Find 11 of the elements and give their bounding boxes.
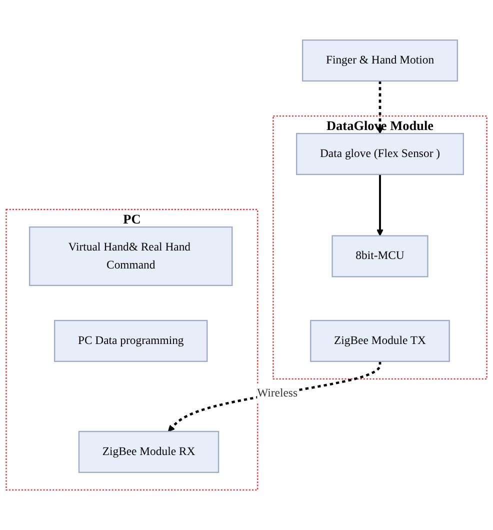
arrow: [376, 174, 384, 236]
node-box: ZigBee Module TX: [310, 320, 450, 362]
node-box: 8bit-MCU: [332, 235, 428, 278]
arrow: [168, 361, 382, 432]
arrow: [376, 80, 384, 134]
node-box: Virtual Hand& Real Hand Command: [29, 226, 233, 286]
node-box: ZigBee Module RX: [78, 430, 220, 473]
node-box: Finger & Hand Motion: [302, 40, 458, 82]
node-box: PC Data programming: [54, 320, 208, 362]
edge-label: Wireless: [257, 386, 298, 400]
node-box: Data glove (Flex Sensor ): [296, 132, 464, 176]
